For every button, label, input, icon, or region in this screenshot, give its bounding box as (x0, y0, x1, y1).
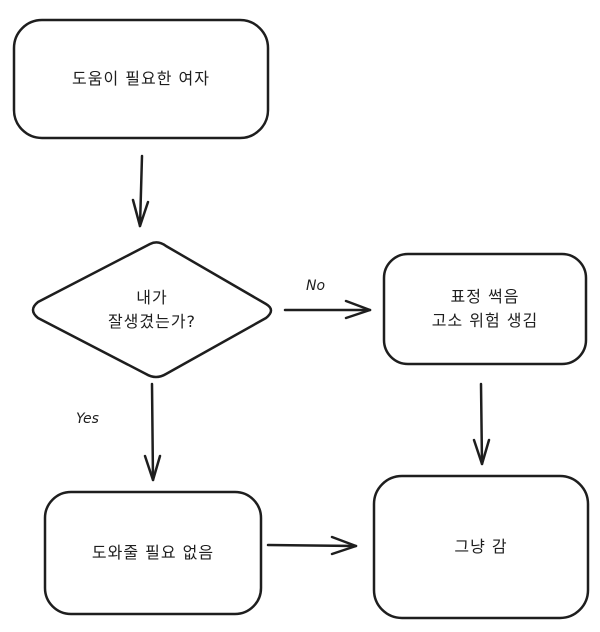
node-start-shape (12, 18, 270, 140)
node-end-shape (372, 474, 590, 620)
node-no-result-line-1: 표정 썩음 (450, 287, 520, 306)
node-decision-label: 내가 잘생겼는가? (30, 244, 274, 376)
edge-start-to-decision (131, 154, 150, 228)
node-yes-result-label: 도와줄 필요 없음 (45, 492, 261, 614)
node-start-line-1: 도움이 필요한 여자 (72, 69, 210, 88)
edge-label-no: No (306, 278, 326, 294)
node-no-result-label: 표정 썩음 고소 위험 생김 (384, 254, 586, 364)
edge-decision-to-no (283, 299, 372, 320)
edge-decision-to-yes (143, 382, 162, 482)
node-end-label: 그냥 감 (374, 476, 588, 618)
node-no-result-shape (382, 252, 588, 366)
edge-yes-to-end (266, 535, 358, 556)
edge-label-yes: Yes (76, 411, 99, 427)
node-decision-line-2: 잘생겼는가? (107, 312, 197, 331)
edge-no-to-end (472, 382, 491, 466)
node-decision-shape (31, 241, 273, 379)
node-end-line-1: 그냥 감 (454, 537, 508, 556)
node-yes-result-shape (43, 490, 263, 616)
node-start-label: 도움이 필요한 여자 (14, 20, 268, 138)
node-no-result-line-2: 고소 위험 생김 (431, 311, 539, 330)
node-decision-line-1: 내가 (136, 288, 168, 307)
node-yes-result-line-1: 도와줄 필요 없음 (91, 543, 215, 562)
